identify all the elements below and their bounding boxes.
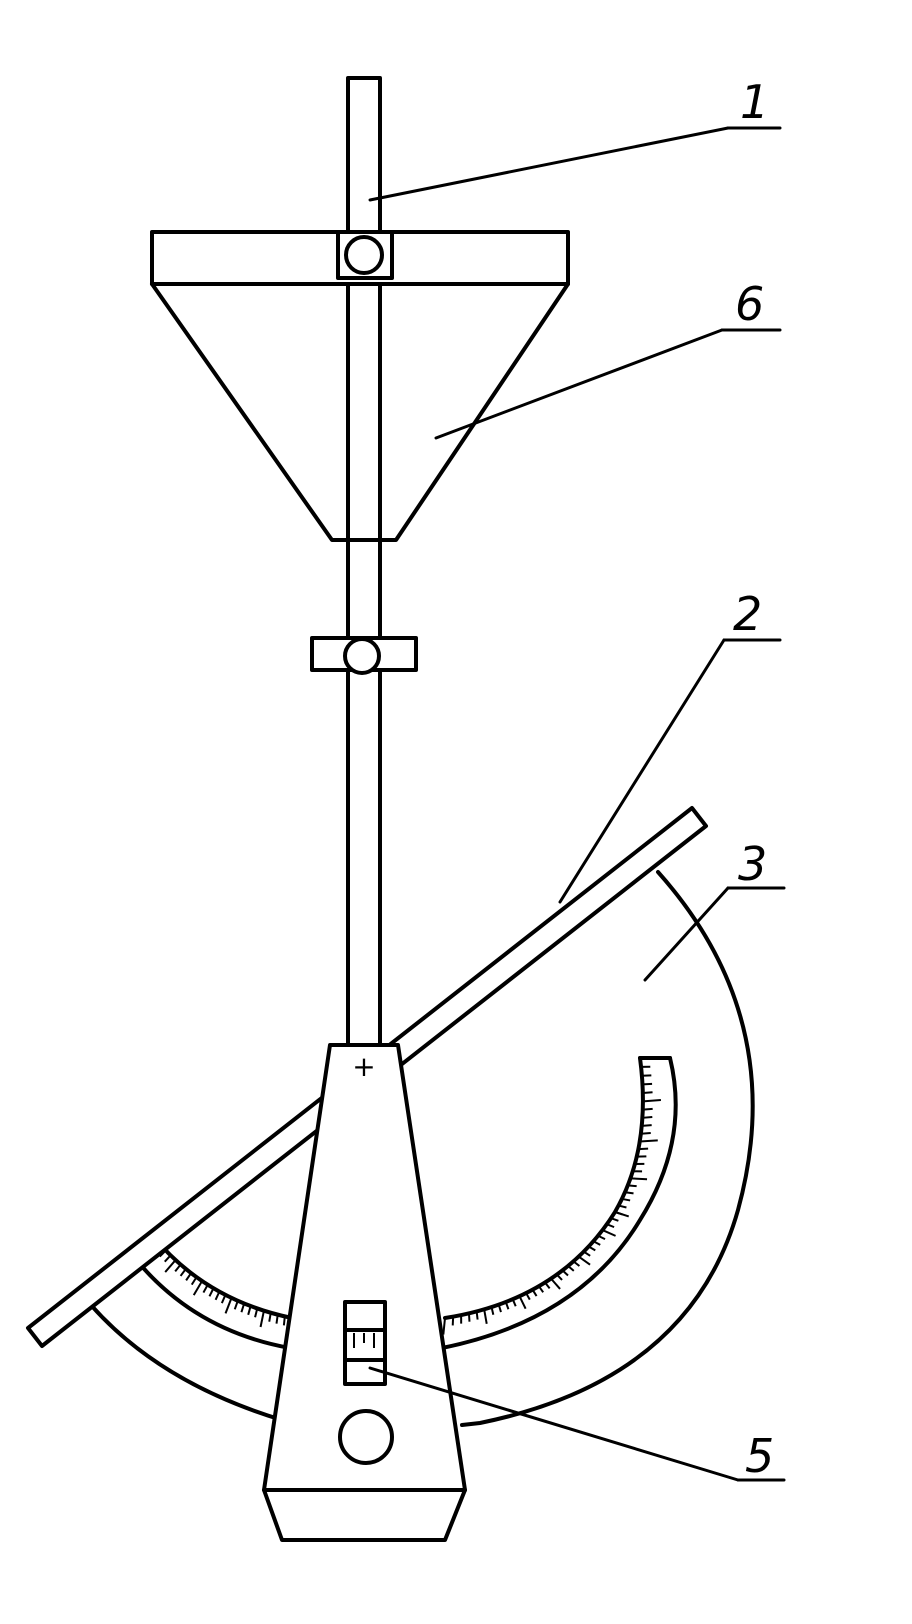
scale-left-tick (208, 1287, 215, 1297)
scale-right-lower-tick (525, 1292, 531, 1301)
scale-right-lower-tick (504, 1301, 510, 1310)
scale-left-tick (202, 1284, 209, 1294)
scale-left-tick (275, 1314, 279, 1324)
scale-right-lower-tick (572, 1260, 581, 1267)
rod-clamp (310, 636, 418, 675)
adjustment-knob (338, 1409, 394, 1465)
scale-right-lower-tick (567, 1265, 575, 1272)
scale-right-lower-tick (556, 1273, 563, 1281)
sector-outer-arc (460, 870, 755, 1427)
scale-right-upper-tick (627, 1184, 637, 1188)
leader-2 (558, 638, 726, 904)
leader-6 (434, 328, 724, 440)
rod-through-funnel (346, 282, 382, 542)
scale-right-upper-tick (624, 1191, 634, 1195)
housing-foot (262, 1488, 467, 1542)
scale-right-lower-tick (578, 1255, 591, 1266)
scale-right-lower-tick (606, 1223, 615, 1229)
scale-left-tick (233, 1300, 239, 1310)
vertical-rod (346, 76, 382, 1067)
scale-right-lower-tick (518, 1295, 527, 1310)
scale-right-upper-tick (642, 1107, 653, 1111)
scale-left-tick (190, 1276, 198, 1286)
scale-left-tick (185, 1272, 192, 1281)
scale-left-tick (164, 1259, 177, 1273)
scale-right-lower-tick (602, 1229, 616, 1237)
scale-right-lower-tick (538, 1285, 545, 1293)
sector-outer-arc-left (78, 1290, 284, 1422)
label-3: 3 (738, 837, 767, 891)
scale-right-lower-tick (442, 1317, 446, 1335)
scale-right-upper-tick (642, 1116, 653, 1119)
scale-right-upper-tick (642, 1099, 661, 1103)
scale-band-inner (150, 1233, 294, 1320)
rod-clamp-screw (343, 637, 381, 675)
scale-left-tick (282, 1316, 286, 1326)
base-housing: + (262, 1043, 467, 1542)
scale-right-lower-tick (467, 1313, 471, 1322)
scale-left-tick (220, 1294, 227, 1304)
scale-left-tick (179, 1268, 187, 1277)
scale-right-lower-tick (592, 1240, 601, 1246)
rod-top (346, 76, 382, 240)
label-5: 5 (745, 1429, 774, 1483)
scale-band-inner-right (443, 1056, 645, 1320)
scale-right-lower-tick (610, 1217, 619, 1222)
label-2: 2 (733, 587, 762, 641)
scale-right-lower-tick (583, 1250, 591, 1257)
scale-left-tick (164, 1254, 172, 1263)
scale-right-upper-tick (614, 1211, 630, 1218)
funnel (150, 230, 570, 542)
scale-right-upper-tick (641, 1124, 652, 1127)
leader-1 (368, 126, 730, 202)
label-6: 6 (735, 277, 764, 331)
funnel-clamp-screw (344, 235, 384, 275)
callouts: 1 6 2 3 5 (368, 75, 786, 1483)
scale-right-lower-tick (550, 1277, 561, 1290)
scale-right-lower-tick (588, 1245, 596, 1252)
scale-right-upper-tick (642, 1082, 653, 1086)
scale-ticks (139, 1057, 661, 1335)
scale-right-lower-tick (483, 1309, 488, 1325)
scale-left-tick (254, 1308, 259, 1318)
leader-3 (643, 886, 730, 982)
scale-left-tick (214, 1291, 221, 1301)
scale-left-tick (240, 1303, 246, 1313)
scale-right-lower-tick (475, 1311, 479, 1320)
scale-band-outer (128, 1250, 292, 1350)
scale-right-lower-tick (597, 1234, 606, 1241)
scale-right-upper-tick (621, 1197, 631, 1202)
scale-right-upper-tick (639, 1139, 658, 1143)
scale-right-lower-tick (511, 1298, 517, 1307)
scale-left-tick (268, 1312, 272, 1322)
scale-right-lower-tick (561, 1269, 569, 1277)
scale-right-lower-tick (544, 1281, 551, 1289)
scale-left-tick (259, 1310, 265, 1328)
scale-left-tick (224, 1297, 233, 1314)
scale-right-lower-tick (531, 1289, 538, 1297)
scale-right-upper-tick (630, 1177, 648, 1181)
scale-band-outer-right (440, 1056, 678, 1350)
scale-right-upper-tick (642, 1091, 653, 1094)
scale-left-tick (247, 1305, 252, 1316)
protractor-sector (78, 870, 755, 1427)
scale-right-upper-tick (618, 1204, 627, 1209)
scale-right-lower-tick (497, 1304, 502, 1313)
scale-left-tick (192, 1280, 203, 1296)
scale-right-lower-tick (490, 1306, 495, 1315)
label-1: 1 (740, 75, 769, 129)
scale-left-tick (174, 1263, 182, 1272)
pivot-mark: + (352, 1050, 375, 1083)
leader-5 (368, 1366, 740, 1482)
scale-right-upper-tick (640, 1132, 651, 1135)
